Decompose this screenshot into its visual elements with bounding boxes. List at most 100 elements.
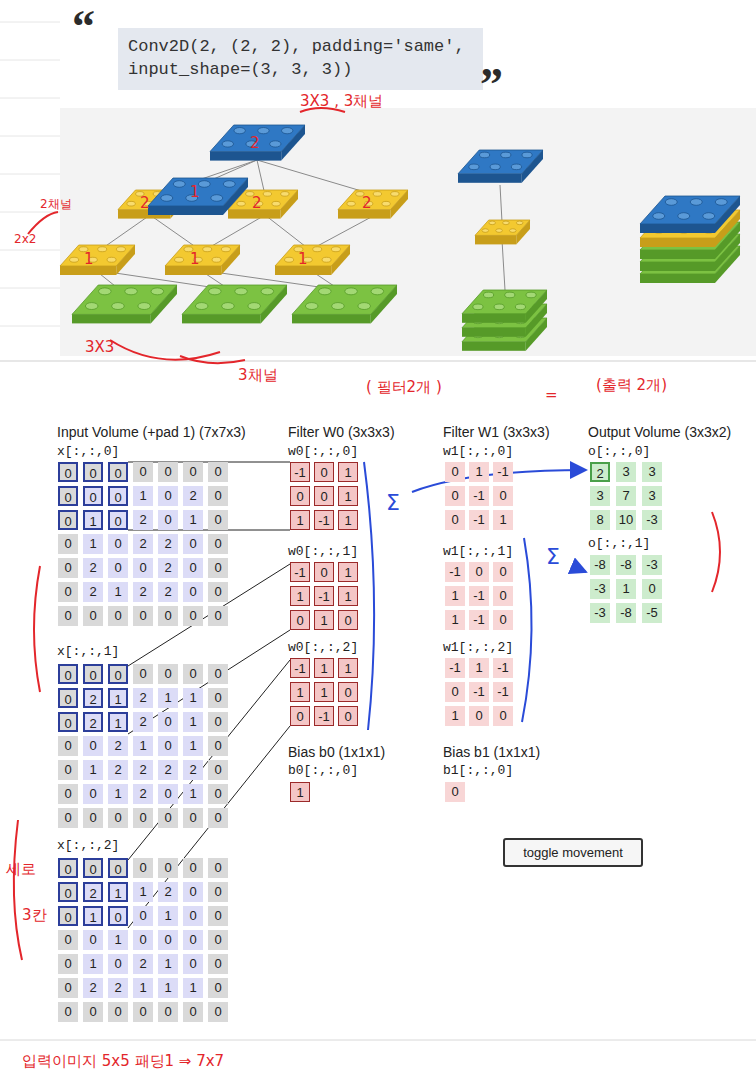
lego-plate [148, 206, 223, 215]
lego-stud [322, 257, 331, 262]
matrix-cell: 0 [183, 1002, 203, 1022]
matrix-cell: 0 [58, 462, 78, 482]
lego-stud [653, 213, 665, 220]
lego-stud [281, 128, 292, 134]
matrix-cell: 0 [290, 706, 310, 726]
lego-plate [522, 150, 543, 183]
matrix-cell: 0 [108, 858, 128, 878]
handwritten-note: 세로 [6, 860, 36, 879]
matrix-cell: 2 [133, 534, 153, 554]
lego-stud [678, 213, 690, 220]
matrix-cell: 2 [133, 510, 153, 530]
lego-stud [258, 128, 269, 134]
matrix-cell: 0 [83, 664, 103, 684]
lego-plate [223, 178, 248, 215]
lego-plate [475, 235, 516, 244]
matrix-cell: 0 [445, 782, 465, 802]
matrix-cell: 1 [133, 736, 153, 756]
lego-stud [270, 141, 281, 147]
lego-stud [503, 221, 510, 225]
matrix-cell: 2 [158, 582, 178, 602]
lego-plate [516, 220, 530, 244]
matrix-cell: 0 [208, 784, 228, 804]
lego-stud [98, 247, 107, 252]
matrix-cell: 0 [183, 808, 203, 828]
lego-stud [195, 303, 208, 310]
lego-stud [127, 201, 135, 206]
lego-plate [281, 125, 305, 161]
matrix-cell: 0 [338, 610, 358, 630]
matrix-cell: 0 [58, 664, 78, 684]
matrix-cell: 2 [158, 882, 178, 902]
matrix-cell: -1 [469, 510, 489, 530]
matrix-cell: -8 [590, 555, 610, 575]
matrix-cell: 2 [158, 534, 178, 554]
matrix-cell: -3 [642, 510, 662, 530]
matrix-cell: 0 [158, 858, 178, 878]
matrix-cell: 1 [133, 978, 153, 998]
matrix-cell: 0 [158, 462, 178, 482]
matrix-cell: 0 [290, 610, 310, 630]
matrix-cell: 0 [338, 706, 358, 726]
lego-plate [715, 196, 740, 233]
matrix-cell: 0 [183, 606, 203, 626]
matrix-cell: 1 [83, 510, 103, 530]
matrix-cell: 0 [208, 978, 228, 998]
matrix-cell: -1 [469, 486, 489, 506]
matrix-cell: -1 [493, 658, 513, 678]
lego-stud [373, 192, 381, 197]
matrix-cell: 0 [183, 954, 203, 974]
lego-stud [516, 221, 523, 225]
matrix-cell: 0 [133, 606, 153, 626]
volume-heading: Filter W1 (3x3x3) [443, 424, 550, 440]
matrix-cell: 0 [108, 1002, 128, 1022]
matrix-cell: 2 [158, 760, 178, 780]
slice-label: b0[:,:,0] [288, 763, 358, 778]
lego-plate [281, 190, 299, 219]
matrix-cell: 0 [108, 606, 128, 626]
matrix-cell: 0 [58, 808, 78, 828]
lego-stud [107, 257, 116, 262]
lego-stud [473, 304, 483, 310]
matrix-cell: -1 [469, 610, 489, 630]
matrix-cell: 0 [83, 486, 103, 506]
lego-panel [60, 108, 756, 356]
lego-stud [85, 303, 98, 310]
handwritten-note: 3채널 [238, 366, 278, 385]
matrix-cell: -1 [290, 658, 310, 678]
matrix-cell: 1 [133, 486, 153, 506]
matrix-cell: 0 [493, 706, 513, 726]
lego-stud [209, 288, 222, 295]
handwritten-note: 1 [298, 250, 308, 268]
lego-plate [462, 314, 526, 323]
handwritten-note: 입력이미지 5x5 패딩1 ⇒ 7x7 [22, 1052, 224, 1071]
lego-stud [510, 229, 517, 233]
matrix-cell: 0 [58, 760, 78, 780]
lego-stud [161, 195, 173, 202]
matrix-cell: 0 [133, 664, 153, 684]
matrix-cell: 0 [493, 486, 513, 506]
matrix-cell: 0 [208, 486, 228, 506]
matrix-cell: 0 [208, 558, 228, 578]
matrix-cell: 0 [493, 562, 513, 582]
matrix-cell: 0 [58, 736, 78, 756]
lego-stud [358, 303, 371, 310]
matrix-cell: 1 [83, 954, 103, 974]
matrix-cell: 1 [158, 688, 178, 708]
matrix-cell: 0 [83, 858, 103, 878]
lego-plate [331, 245, 350, 275]
handwritten-note: 2 [252, 194, 262, 212]
lego-stud [125, 288, 138, 295]
lego-stud [203, 247, 212, 252]
lego-stud [305, 303, 318, 310]
slice-label: b1[:,:,0] [443, 763, 513, 778]
matrix-cell: 0 [183, 906, 203, 926]
matrix-cell: 1 [183, 978, 203, 998]
slice-label: x[:,:,2] [57, 838, 119, 853]
matrix-cell: 0 [158, 1002, 178, 1022]
lego-stud [272, 201, 280, 206]
matrix-cell: 0 [493, 586, 513, 606]
matrix-cell: 0 [208, 582, 228, 602]
matrix-cell: 0 [58, 606, 78, 626]
matrix-cell: 2 [133, 760, 153, 780]
